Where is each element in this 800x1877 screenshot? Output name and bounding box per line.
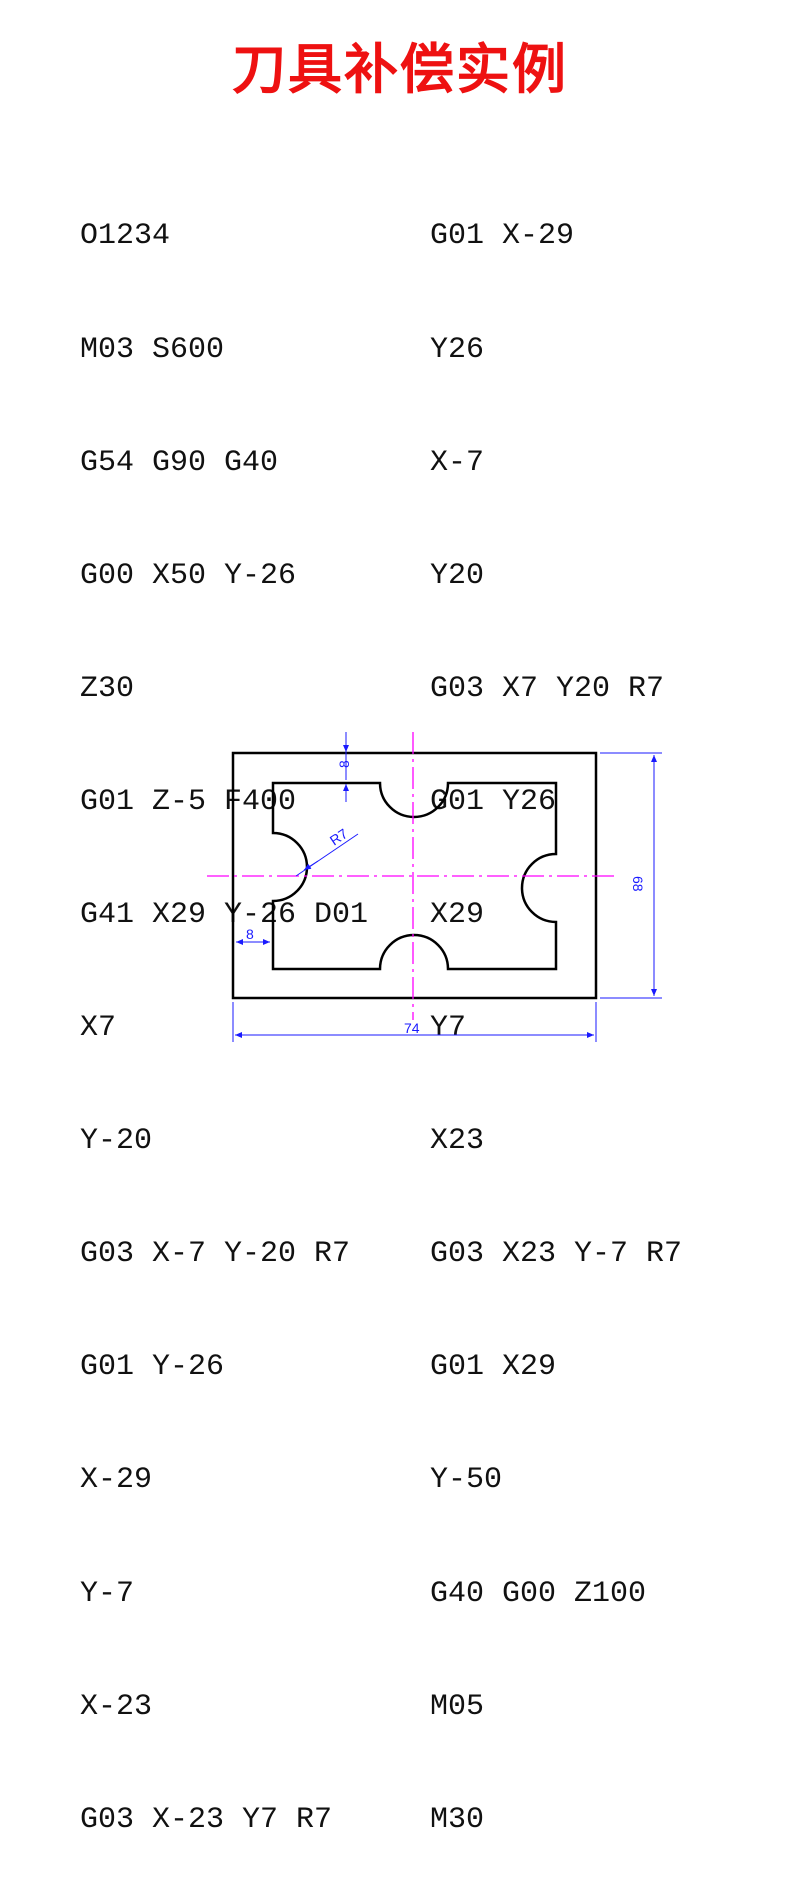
part-contour [271,781,558,971]
code-line: Y7 [430,1011,467,1046]
code-line: X7 [80,1011,117,1046]
code-line: G41 X29 Y-26 D01 [80,897,369,932]
code-line: G01 Z-5 F400 [80,784,297,819]
code-line: X-23 [80,1689,153,1724]
code-line: Y-7 [80,1576,135,1611]
code-line: G03 X-23 Y7 R7 [80,1802,333,1837]
code-line: X-29 [80,1463,153,1498]
dimension-inset-top: 8 [336,760,352,768]
code-line: M30 [430,1802,485,1837]
code-line: X23 [430,1124,485,1159]
page-title: 刀具补偿实例 [232,38,568,101]
code-line: M05 [430,1689,485,1724]
radius-leader-arrow [303,860,319,871]
dimension-height: 68 [630,876,646,892]
code-line: G00 X50 Y-26 [80,558,297,593]
code-line: Y20 [430,558,485,593]
code-line: O1234 [80,219,171,254]
dimension-inset-left: 8 [246,926,254,942]
code-line: Y-50 [430,1463,503,1498]
code-line: X29 [430,897,485,932]
code-line: X-7 [430,445,485,480]
code-line: G01 Y26 [430,784,557,819]
code-line: G03 X23 Y-7 R7 [430,1237,683,1272]
code-line: G03 X7 Y20 R7 [430,671,665,706]
code-line: G01 X-29 [430,219,575,254]
code-line: Y-20 [80,1124,153,1159]
code-line: Z30 [80,671,135,706]
part-drawing: 8 8 R7 74 68 [207,732,662,1042]
code-line: G54 G90 G40 [80,445,279,480]
dimension-width: 74 [404,1020,420,1036]
code-line: Y26 [430,332,485,367]
code-line: G01 Y-26 [80,1350,225,1385]
code-line: G03 X-7 Y-20 R7 [80,1237,351,1272]
code-line: G40 G00 Z100 [430,1576,647,1611]
code-line: M03 S600 [80,332,225,367]
code-line: G01 X29 [430,1350,557,1385]
dimension-radius: R7 [327,825,351,848]
